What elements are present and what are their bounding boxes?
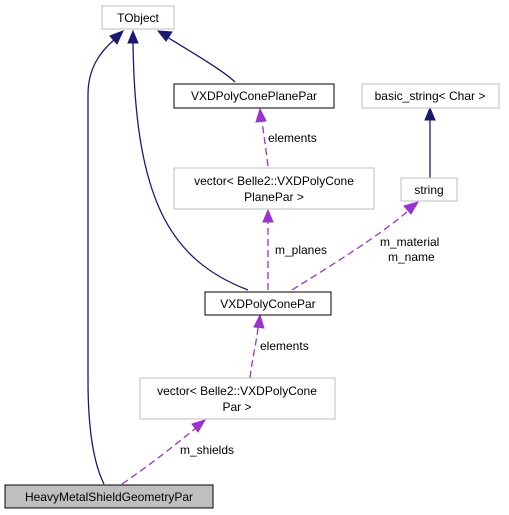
- edge-label-m-name: m_name: [388, 250, 435, 264]
- edge-string-inherits-basicstring: [424, 106, 436, 178]
- node-heavy-metal-shield-geometry-par[interactable]: HeavyMetalShieldGeometryPar: [4, 484, 214, 509]
- node-vxd-polycone-par-label: VXDPolyConePar: [220, 297, 315, 311]
- edge-label-m-material: m_material: [380, 235, 439, 249]
- edge-label-elements-bottom: elements: [260, 339, 309, 353]
- node-tobject-label: TObject: [117, 11, 159, 25]
- edge-label-m-shields: m_shields: [180, 443, 234, 457]
- node-vxd-polycone-par[interactable]: VXDPolyConePar: [204, 291, 332, 316]
- node-vector-planes-line1: vector< Belle2::VXDPolyCone: [194, 174, 354, 188]
- node-string-label: string: [414, 183, 443, 197]
- edge-label-m-planes: m_planes: [275, 243, 327, 257]
- node-basic-string[interactable]: basic_string< Char >: [361, 83, 500, 109]
- node-vector-polycone-par[interactable]: vector< Belle2::VXDPolyCone Par >: [139, 377, 336, 420]
- edge-polyconepar-uses-string: [291, 201, 420, 291]
- node-vxd-polycone-plane-par-label: VXDPolyConePlanePar: [191, 89, 317, 103]
- edge-heavymetal-uses-vectorpar: [121, 419, 207, 485]
- edge-label-elements-top: elements: [268, 131, 317, 145]
- node-vector-par-line1: vector< Belle2::VXDPolyCone: [157, 384, 317, 398]
- edge-polyconepar-uses-vectorplanes: [262, 208, 274, 290]
- node-vector-planes-line2: PlanePar >: [244, 190, 304, 204]
- node-tobject[interactable]: TObject: [101, 5, 175, 30]
- edge-vectorpar-uses-polyconepar: [249, 313, 265, 379]
- edge-vectorplanes-uses-planepar: [255, 107, 269, 167]
- node-vxd-polycone-plane-par[interactable]: VXDPolyConePlanePar: [173, 83, 335, 109]
- edge-polyconepar-inherits-tobject: [127, 29, 249, 291]
- node-vector-polycone-plane-par[interactable]: vector< Belle2::VXDPolyCone PlanePar >: [173, 167, 375, 210]
- node-basic-string-label: basic_string< Char >: [375, 89, 486, 103]
- edge-heavymetal-inherits-tobject: [87, 30, 124, 485]
- edge-planepar-inherits-tobject: [156, 30, 236, 83]
- node-heavy-metal-label: HeavyMetalShieldGeometryPar: [25, 490, 193, 504]
- node-vector-par-line2: Par >: [222, 400, 251, 414]
- node-string[interactable]: string: [400, 177, 458, 202]
